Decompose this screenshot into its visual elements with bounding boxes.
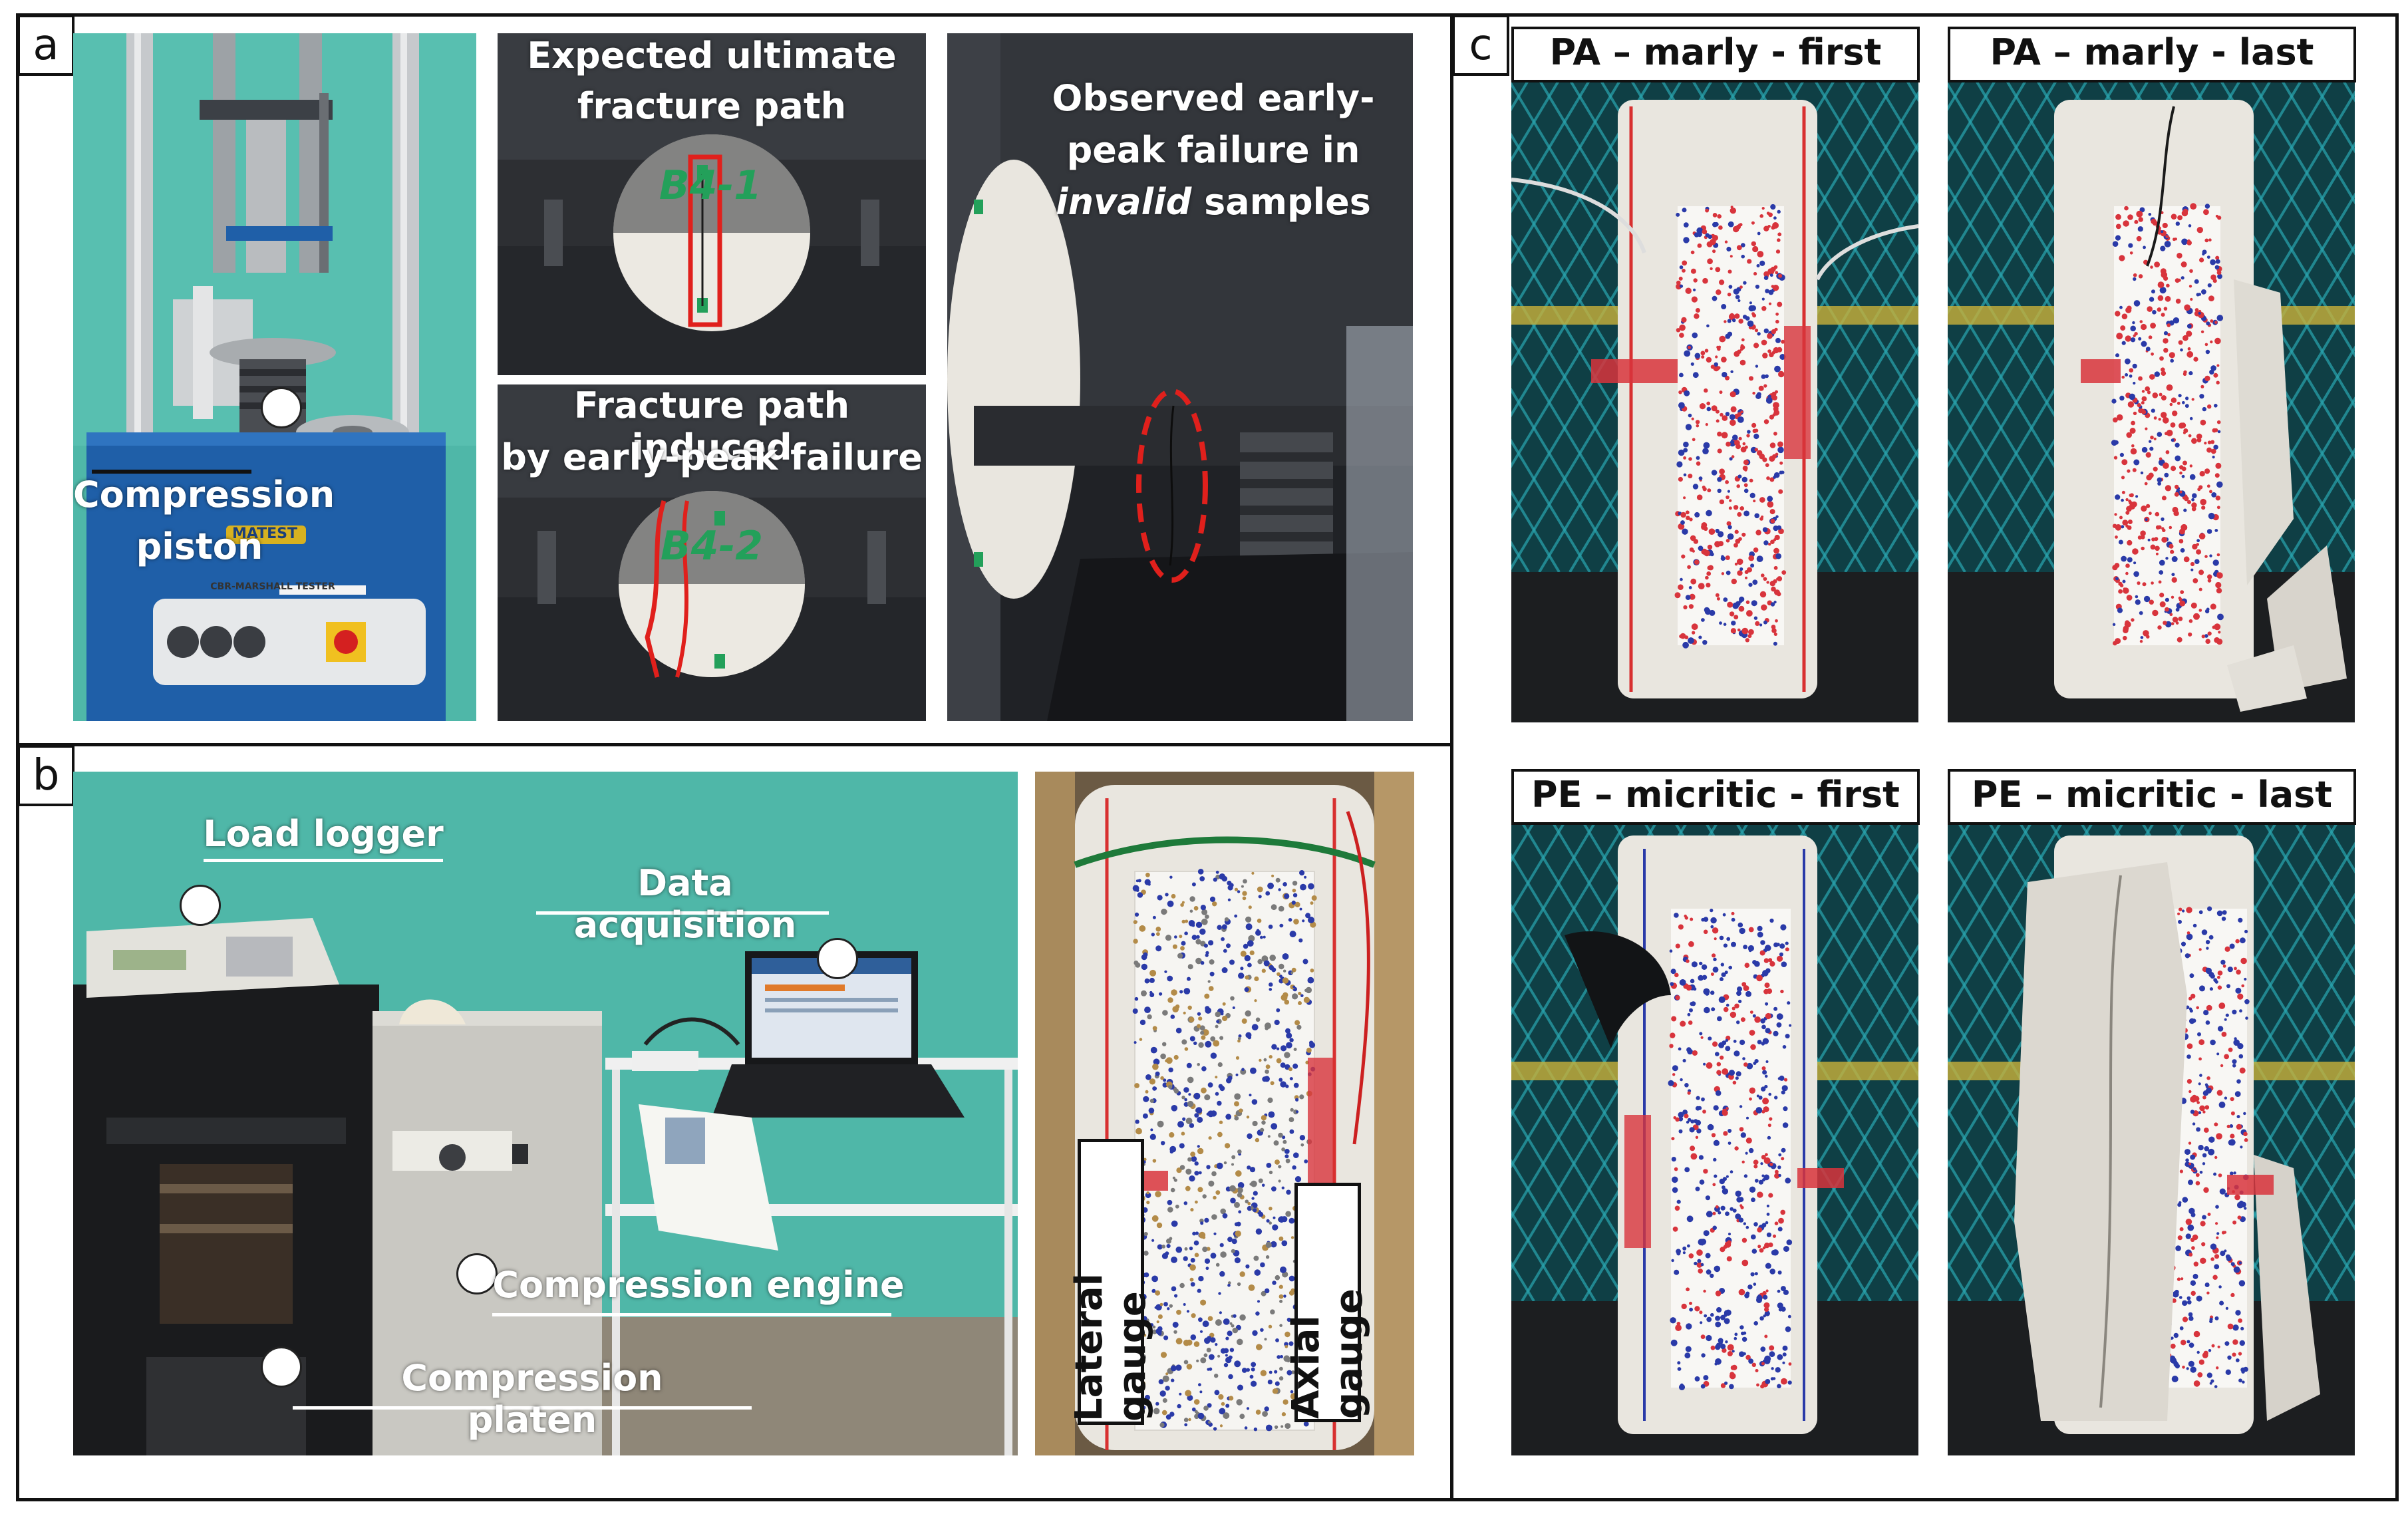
sample-mark-bottom: B4-2 [660, 523, 764, 569]
expected-path-title-line2: fracture path [577, 85, 847, 127]
pe-first-label: PE – micritic - first [1511, 769, 1920, 825]
speckle-pattern-specimen-b [1132, 869, 1317, 1432]
outer-border-top [16, 13, 2399, 17]
piston-label-line1: Compression [73, 474, 335, 516]
photo-pa-marly-last [1948, 80, 2355, 722]
load-logger-label: Load logger [203, 813, 444, 855]
photo-pe-micritic-last [1948, 822, 2355, 1455]
photo-expected-fracture [498, 33, 926, 375]
photo-induced-fracture [498, 384, 926, 721]
piston-leader-line [92, 470, 251, 474]
observed-failure-line1: Observed early- [1052, 77, 1375, 119]
brand-badge: MATEST [231, 526, 298, 542]
photo-lab-setup [73, 772, 1018, 1455]
observed-failure-rest: samples [1191, 181, 1371, 223]
lateral-gauge-label: Lateral gauge [1068, 1139, 1154, 1425]
observed-failure-line3: invalid samples [947, 181, 1479, 223]
compression-engine-leader-line [492, 1313, 891, 1316]
panel-label-b: b [17, 745, 75, 806]
divider-horizontal [16, 743, 1453, 746]
expected-path-title-line1: Expected ultimate [527, 35, 897, 76]
compression-engine-label: Compression engine [492, 1264, 905, 1306]
data-acquisition-label: Data acquisition [573, 862, 797, 946]
photo-pe-micritic-first [1511, 822, 1918, 1455]
compression-engine-marker-dot [456, 1253, 498, 1294]
load-logger-leader-line [204, 859, 443, 862]
pe-last-label: PE – micritic - last [1948, 769, 2356, 825]
load-logger-marker-dot [180, 885, 221, 926]
photo-pa-marly-first [1511, 80, 1918, 722]
panel-label-c: c [1452, 15, 1509, 76]
axial-gauge-label: Axial gauge [1284, 1183, 1371, 1422]
induced-path-title-line2: by early-peak failure [501, 436, 923, 478]
outer-border-bottom [16, 1498, 2399, 1501]
photo-early-peak-failure [947, 33, 1413, 721]
compression-platen-label: Compression platen [401, 1357, 663, 1441]
tester-plate: CBR-MARSHALL TESTER [210, 581, 335, 592]
photo-marshall-tester [73, 33, 476, 721]
piston-marker-dot [261, 387, 302, 428]
compression-platen-leader-line [293, 1406, 752, 1410]
divider-vertical [1450, 13, 1453, 1501]
observed-failure-italic: invalid [1056, 181, 1192, 223]
compression-platen-marker-dot [261, 1346, 302, 1388]
outer-border-right [2395, 13, 2399, 1501]
induced-path-title-line1: Fracture path induced [573, 384, 850, 468]
observed-failure-line2: peak failure in [1066, 129, 1360, 171]
pa-last-label: PA – marly - last [1948, 27, 2356, 82]
data-acquisition-marker-dot [817, 938, 858, 979]
panel-label-a: a [17, 15, 75, 76]
pa-first-label: PA – marly - first [1511, 27, 1920, 82]
piston-label-line2: piston [136, 526, 263, 567]
data-acquisition-leader-line [536, 911, 829, 915]
sample-mark-top: B4-1 [659, 162, 762, 209]
